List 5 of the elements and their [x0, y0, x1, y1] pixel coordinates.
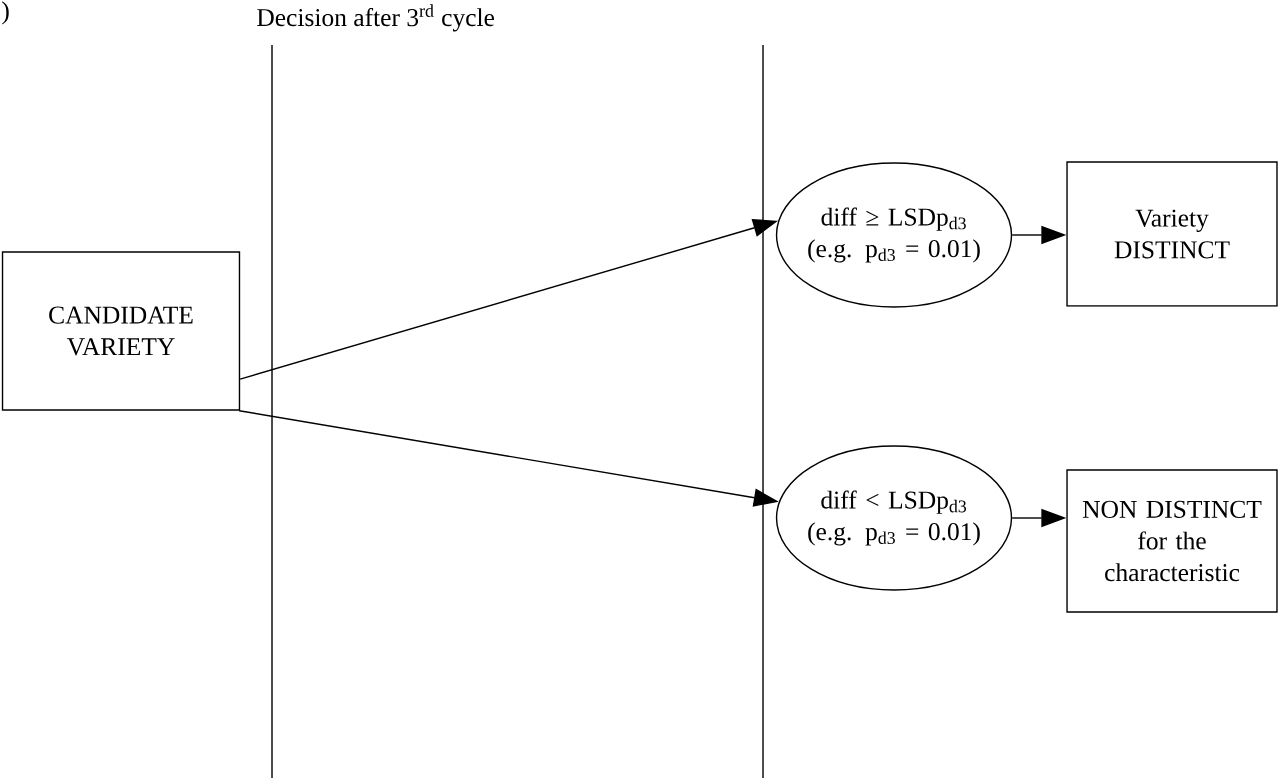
column-heading: Decision after 3$^{rd}$ cycle [257, 4, 494, 32]
panel-letter: ) [2, 1, 9, 25]
rectangle-box: CANDIDATE VARIETY [1, 251, 241, 411]
outcome-box: Variety DISTINCT [1066, 161, 1278, 307]
outcome-box: NON DISTINCT for the characteristic [1066, 469, 1278, 613]
